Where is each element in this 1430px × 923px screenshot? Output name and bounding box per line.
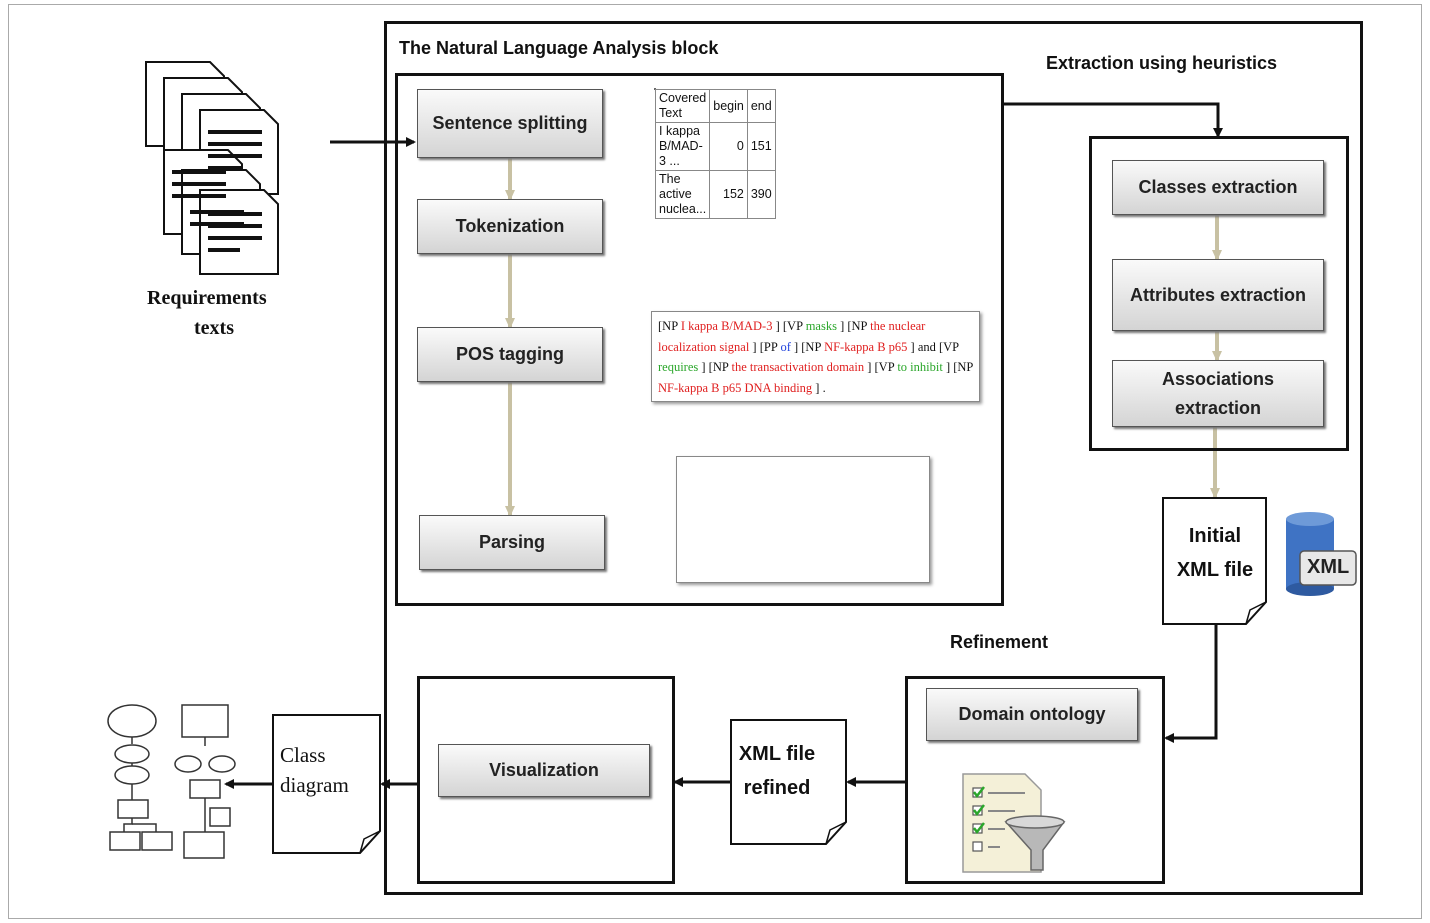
arrow-xml-to-refinement [1164, 624, 1218, 743]
chunk-bracket: ] [PP [752, 339, 778, 354]
table-row: I kappa B/MAD-3 ... 0 151 [654, 122, 776, 171]
initial-xml-line2: XML file [1176, 559, 1254, 581]
xml-refined-label: XML file refined [730, 737, 824, 805]
arrow-nla-to-extraction [1003, 102, 1223, 138]
sentence-splitting-step: Sentence splitting [417, 89, 603, 158]
chunk-bracket: ] [NP [840, 319, 868, 333]
requirements-documents-icon [145, 61, 279, 275]
requirements-label-line1: Requirements [147, 287, 267, 309]
table-header-begin: begin [709, 89, 748, 123]
attributes-extraction-step: Attributes extraction [1112, 259, 1324, 331]
initial-xml-line1: Initial [1188, 525, 1242, 547]
chunk-bracket: ] and [VP [910, 339, 959, 354]
extraction-heuristics-title: Extraction using heuristics [1046, 53, 1278, 73]
chunk-bracket: ] [VP [775, 319, 803, 333]
xml-refined-line2: refined [743, 777, 811, 799]
chunk-np: NF-kappa B p65 DNA binding [658, 380, 813, 395]
class-diagram-line1: Class [280, 743, 326, 767]
associations-label-line2: extraction [1174, 397, 1262, 418]
parse-tree-box [676, 456, 930, 583]
xml-icon-label: XML [1307, 556, 1350, 578]
chunk-np: the transactivation domain [731, 360, 865, 374]
table-cell: 0 [709, 122, 748, 171]
chunk-bracket: [NP [953, 360, 973, 374]
table-header-end: end [746, 89, 776, 123]
class-diagram-line2: diagram [280, 773, 349, 797]
covered-text-table: Covered Text begin end I kappa B/MAD-3 .… [654, 88, 776, 219]
tokenization-step: Tokenization [417, 199, 603, 254]
classes-extraction-step: Classes extraction [1112, 160, 1324, 215]
outer-frame [8, 4, 1422, 919]
associations-label-line1: Associations [1161, 368, 1275, 389]
domain-ontology-step: Domain ontology [926, 688, 1138, 741]
chunk-bracket: ] . [815, 380, 826, 395]
initial-xml-file-doc: Initial XML file [1162, 497, 1268, 625]
chunk-vp: to inhibit [897, 360, 943, 374]
chunk-bracket: ] [NP [701, 360, 729, 374]
chunk-bracket: ] [VP [867, 360, 895, 374]
chunk-bracket: [NP [658, 319, 678, 333]
xml-database-icon [1286, 512, 1357, 596]
table-cell: 151 [746, 122, 776, 171]
class-diagram-doc: Class diagram [272, 714, 382, 854]
chunk-vp: requires [658, 360, 699, 374]
refinement-block [905, 676, 1165, 884]
table-cell: 152 [709, 170, 748, 219]
extraction-block [1089, 136, 1349, 451]
xml-refined-doc: XML file refined [730, 719, 848, 845]
class-diagram-sketch-icon [107, 704, 236, 859]
visualization-step: Visualization [438, 744, 650, 797]
chunk-pp: of [780, 339, 791, 354]
parsing-step: Parsing [419, 515, 605, 570]
nla-block [395, 73, 1004, 606]
table-cell: 390 [746, 170, 776, 219]
refinement-title: Refinement [950, 632, 1049, 652]
checklist-funnel-icon [962, 773, 1066, 873]
chunk-example-box: [NP I kappa B/MAD-3 ] [VP masks ] [NP th… [651, 311, 980, 402]
table-cell: The active nuclea... [654, 170, 711, 219]
chunk-np: NF-kappa B p65 [824, 339, 908, 354]
chunk-bracket: ] [NP [793, 339, 821, 354]
chunk-np: the nuclear localization signal [658, 319, 926, 354]
visualization-block [417, 676, 675, 884]
nla-block-title: The Natural Language Analysis block [399, 38, 719, 58]
initial-xml-label: Initial XML file [1162, 519, 1268, 587]
chunk-bracket: ] [945, 360, 951, 374]
table-cell: I kappa B/MAD-3 ... [654, 122, 711, 171]
chunk-np: I kappa B/MAD-3 [680, 319, 773, 333]
requirements-label-line2: texts [194, 317, 234, 339]
associations-extraction-step: Associations extraction [1112, 360, 1324, 427]
class-diagram-label: Class diagram [280, 740, 360, 800]
xml-refined-line1: XML file [738, 743, 816, 765]
pos-tagging-step: POS tagging [417, 327, 603, 382]
table-header-covered-text: Covered Text [654, 89, 711, 123]
table-row: The active nuclea... 152 390 [654, 170, 776, 219]
chunk-vp: masks [805, 319, 837, 333]
main-block [384, 21, 1363, 895]
